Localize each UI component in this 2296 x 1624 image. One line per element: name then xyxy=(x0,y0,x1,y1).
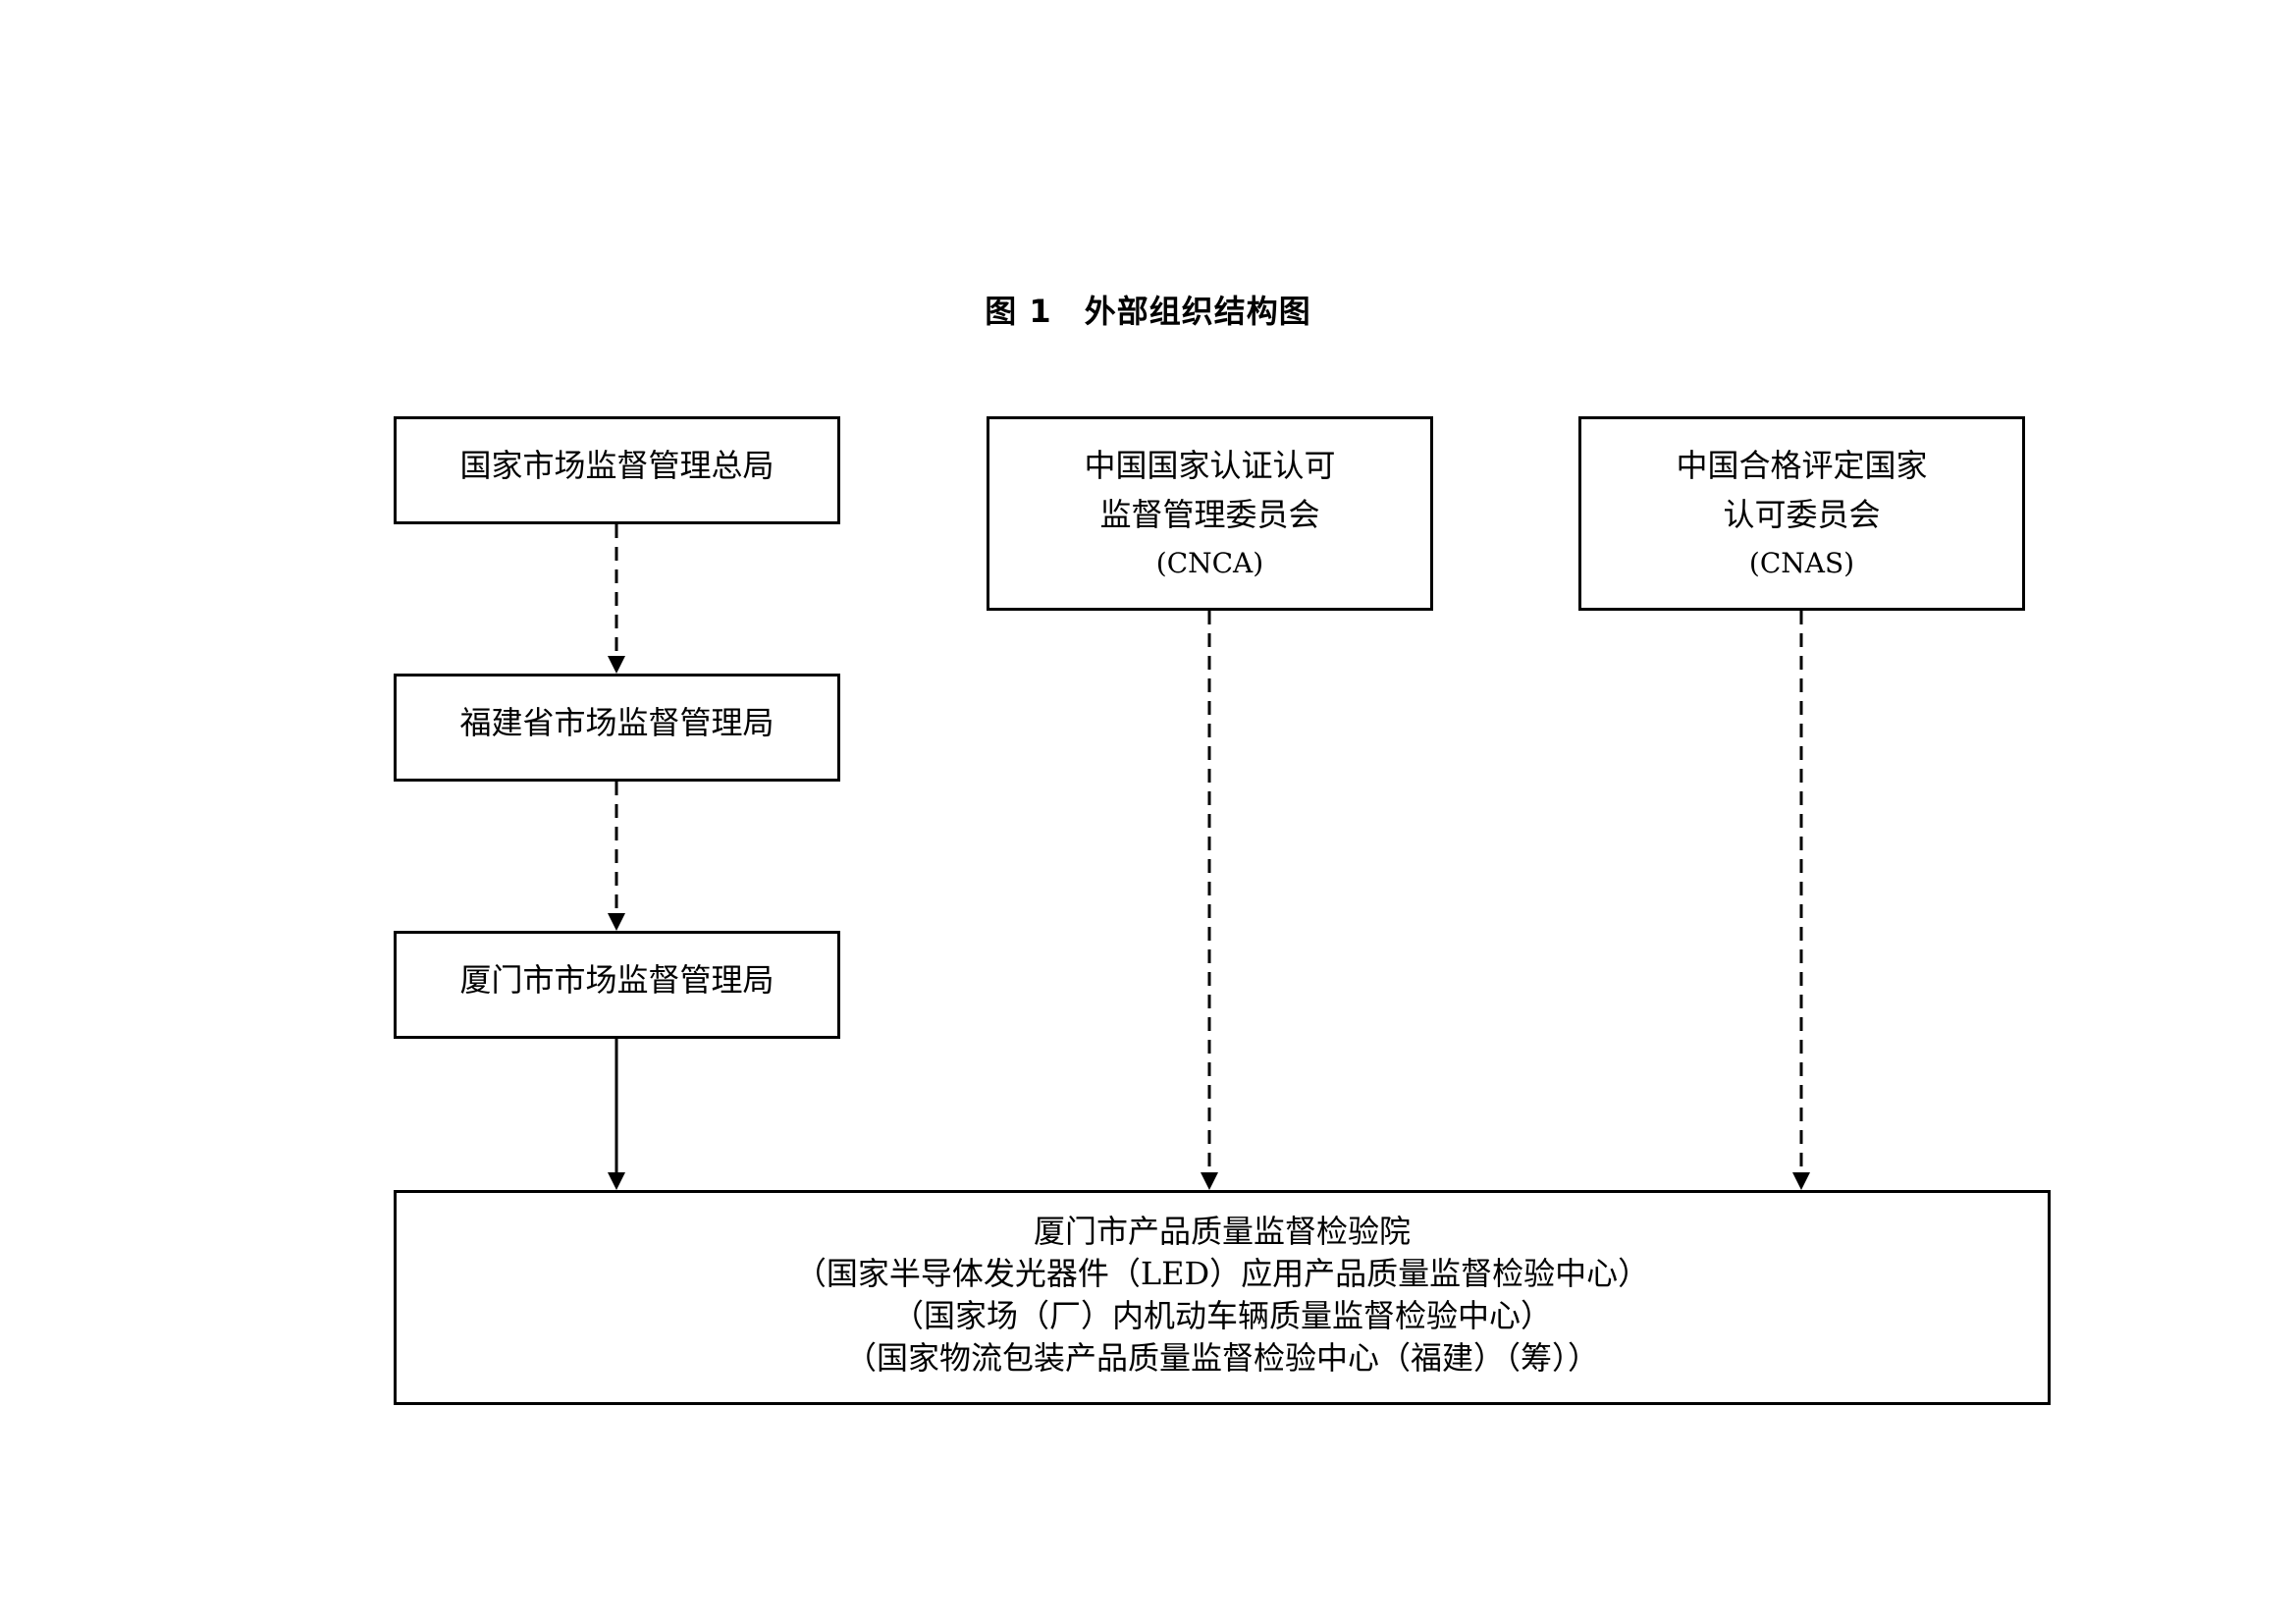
node-samr-line: 国家市场监督管理总局 xyxy=(459,447,774,484)
node-cnas-line: 中国合格评定国家 xyxy=(1676,447,1928,484)
node-cnas-abbr: (CNAS) xyxy=(1748,547,1855,579)
node-institute: 厦门市产品质量监督检验院 （国家半导体发光器件（LED）应用产品质量监督检验中心… xyxy=(394,1190,2051,1405)
node-samr: 国家市场监督管理总局 xyxy=(394,416,840,524)
arrowhead-icon xyxy=(608,1172,625,1190)
node-fujian-line: 福建省市场监督管理局 xyxy=(459,704,774,741)
edge-xiamen-institute xyxy=(608,1039,625,1190)
node-xiamen: 厦门市市场监督管理局 xyxy=(394,931,840,1039)
node-cnas-line: 认可委员会 xyxy=(1723,496,1881,533)
arrowhead-icon xyxy=(1201,1172,1218,1190)
edge-samr-fujian xyxy=(608,524,625,674)
node-cnca: 中国国家认证认可 监督管理委员会 (CNCA) xyxy=(987,416,1433,611)
edge-cnca-institute xyxy=(1201,611,1218,1190)
arrowhead-icon xyxy=(1792,1172,1810,1190)
diagram-title: 图 1 外部组织结构图 xyxy=(985,293,1311,330)
node-institute-line: 厦门市产品质量监督检验院 xyxy=(1033,1213,1411,1250)
node-cnca-line: 监督管理委员会 xyxy=(1099,496,1320,533)
node-cnca-abbr: (CNCA) xyxy=(1155,547,1264,579)
node-institute-line: （国家半导体发光器件（LED）应用产品质量监督检验中心） xyxy=(794,1255,1650,1292)
arrowhead-icon xyxy=(608,656,625,674)
node-cnca-line: 中国国家认证认可 xyxy=(1084,447,1336,484)
edge-fujian-xiamen xyxy=(608,782,625,931)
node-institute-line: （国家场（厂）内机动车辆质量监督检验中心） xyxy=(891,1297,1552,1334)
edge-cnas-institute xyxy=(1792,611,1810,1190)
node-institute-line: （国家物流包装产品质量监督检验中心（福建）（筹）） xyxy=(844,1339,1599,1377)
node-xiamen-line: 厦门市市场监督管理局 xyxy=(459,961,774,999)
arrowhead-icon xyxy=(608,913,625,931)
node-cnas: 中国合格评定国家 认可委员会 (CNAS) xyxy=(1578,416,2025,611)
node-fujian: 福建省市场监督管理局 xyxy=(394,674,840,782)
